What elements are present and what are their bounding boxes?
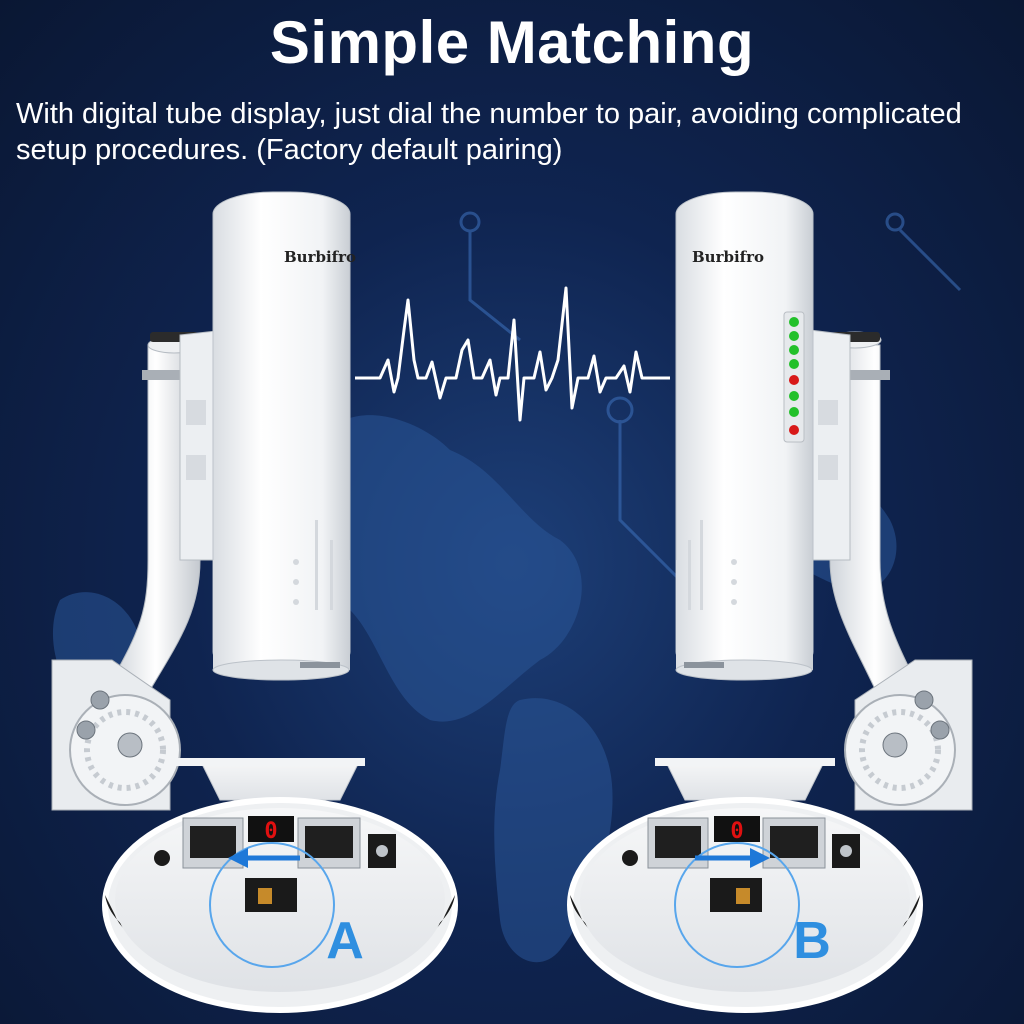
pair-label-a: A [326, 912, 364, 970]
page-title: Simple Matching [269, 9, 755, 76]
digit-display-a: 0 [264, 819, 277, 844]
right-arrow-icon [695, 848, 770, 868]
signal-wave-icon [355, 286, 670, 422]
detail-view-b: 0 B [567, 758, 923, 1013]
led-indicator-strip [783, 311, 805, 443]
brand-logo-b: Burbifro [692, 248, 764, 266]
device-a: Burbifro 0 A [51, 191, 458, 1013]
device-b: Burbifro 0 [567, 191, 973, 1013]
reset-hole-a [154, 850, 170, 866]
reset-hole-b [622, 850, 638, 866]
bracket-b [809, 329, 851, 561]
left-arrow-icon [228, 848, 300, 868]
detail-view-a: 0 A [102, 758, 458, 1013]
digit-display-b: 0 [730, 819, 743, 844]
pair-label-b: B [793, 912, 831, 970]
page-subtitle: With digital tube display, just dial the… [16, 98, 962, 166]
brand-logo-a: Burbifro [284, 248, 356, 266]
